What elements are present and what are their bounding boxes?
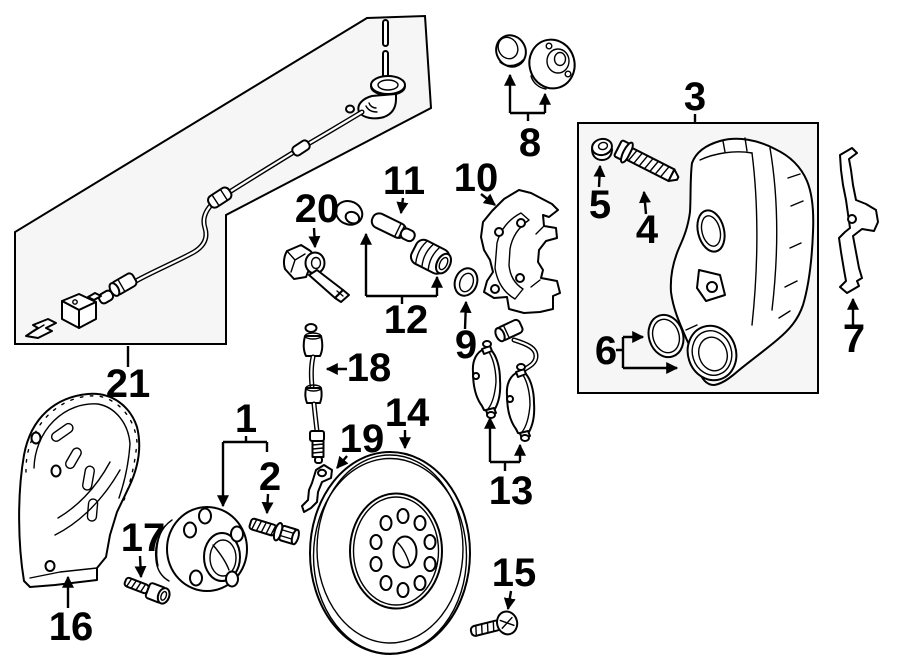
callout-labels: 1 2 3 4 5 6 7 8 9 10 11 12 13 14 15 16 1… bbox=[49, 75, 865, 649]
callout-1[interactable]: 1 bbox=[235, 397, 257, 441]
part-caliper-bracket[interactable] bbox=[480, 189, 561, 314]
callout-16[interactable]: 16 bbox=[49, 605, 94, 649]
wire-sleeve-icon bbox=[97, 289, 115, 305]
callout-19[interactable]: 19 bbox=[340, 417, 385, 461]
wear-sensor-plug-icon bbox=[494, 318, 524, 343]
callout-2[interactable]: 2 bbox=[259, 455, 281, 499]
callout-21[interactable]: 21 bbox=[106, 362, 151, 406]
part-wheel-bolt[interactable] bbox=[248, 515, 301, 547]
callout-20[interactable]: 20 bbox=[295, 187, 340, 231]
callout-9-leader bbox=[459, 300, 472, 330]
callout-10[interactable]: 10 bbox=[454, 156, 499, 200]
callout-11-leader bbox=[396, 197, 409, 215]
sensor-grommet-icon bbox=[370, 75, 406, 96]
wire-ferrule-icon bbox=[291, 139, 311, 157]
part-retaining-spring[interactable] bbox=[838, 147, 879, 294]
sensor-wire-icon bbox=[133, 109, 365, 284]
panel-sensor-wire-kit[interactable] bbox=[14, 14, 433, 345]
connector-icon bbox=[61, 292, 102, 329]
wire-ferrule-icon bbox=[207, 186, 233, 209]
callout-14[interactable]: 14 bbox=[385, 391, 430, 435]
sensor-head-icon bbox=[357, 93, 397, 120]
callout-17[interactable]: 17 bbox=[121, 516, 166, 560]
callout-12[interactable]: 12 bbox=[384, 298, 429, 342]
callout-11[interactable]: 11 bbox=[383, 159, 425, 203]
callout-6[interactable]: 6 bbox=[595, 329, 617, 373]
callout-17-leader bbox=[134, 555, 147, 579]
callout-8-leader bbox=[504, 73, 551, 121]
callout-5[interactable]: 5 bbox=[589, 183, 611, 227]
callout-13[interactable]: 13 bbox=[489, 469, 534, 513]
part-caliper[interactable] bbox=[669, 137, 815, 386]
part-abs-sensor[interactable] bbox=[282, 244, 350, 303]
callout-12-leader bbox=[360, 232, 443, 304]
callout-6-leader bbox=[616, 331, 679, 374]
part-guide-pin[interactable] bbox=[369, 211, 417, 245]
part-brake-pads[interactable] bbox=[471, 318, 539, 442]
part-dust-boot[interactable] bbox=[681, 319, 744, 386]
callout-20-leader bbox=[308, 227, 321, 249]
part-seal-ring[interactable] bbox=[491, 30, 532, 72]
callout-3[interactable]: 3 bbox=[684, 75, 706, 119]
callout-10-leader bbox=[480, 193, 496, 206]
part-wheel-hub[interactable] bbox=[154, 506, 248, 592]
callout-2-leader bbox=[261, 493, 274, 515]
callout-1-leader bbox=[217, 436, 269, 508]
part-brake-hose[interactable] bbox=[302, 323, 325, 464]
callout-4[interactable]: 4 bbox=[636, 208, 659, 252]
callout-9[interactable]: 9 bbox=[455, 323, 477, 367]
callout-4-leader bbox=[639, 190, 651, 215]
part-rotor-set-screw[interactable] bbox=[468, 609, 519, 643]
callout-15[interactable]: 15 bbox=[492, 551, 537, 595]
part-caliper-mount-bolt[interactable] bbox=[613, 138, 683, 188]
part-o-ring[interactable] bbox=[451, 265, 481, 299]
callout-leaders bbox=[62, 73, 859, 611]
part-hub-bolt[interactable] bbox=[123, 574, 172, 606]
part-splash-shield[interactable] bbox=[18, 392, 141, 588]
part-brake-rotor[interactable] bbox=[309, 451, 471, 655]
part-cap-nut[interactable] bbox=[591, 137, 614, 161]
part-guide-boot[interactable] bbox=[408, 237, 455, 278]
callout-5-leader bbox=[593, 164, 606, 188]
callout-15-leader bbox=[503, 590, 516, 611]
callout-18[interactable]: 18 bbox=[347, 346, 392, 390]
callout-13-leader bbox=[484, 416, 526, 471]
part-hose-bracket[interactable] bbox=[301, 464, 333, 513]
part-bushing[interactable] bbox=[524, 35, 580, 94]
flat-clip-icon bbox=[25, 318, 57, 339]
part-piston-seal[interactable] bbox=[643, 310, 689, 361]
callout-8[interactable]: 8 bbox=[519, 121, 541, 165]
callout-19-leader bbox=[336, 455, 349, 469]
sensor-pin-icon bbox=[382, 19, 389, 47]
piston-bore-icon bbox=[696, 209, 726, 253]
callout-7[interactable]: 7 bbox=[843, 317, 865, 361]
part-guide-cap[interactable] bbox=[332, 197, 366, 229]
